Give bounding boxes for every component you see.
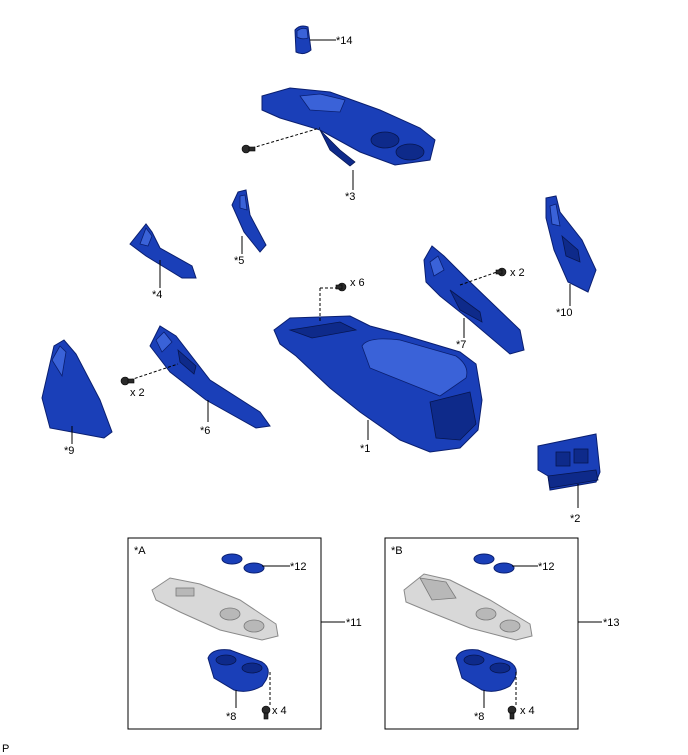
leader-6-screw [129,363,179,381]
box-b [384,537,579,730]
box-a [127,537,322,730]
label-1: *1 [360,443,370,455]
part-12b-lids [473,553,515,574]
screw-1 [335,282,347,292]
footer-code: P [2,743,9,755]
part-2-rear-vent [537,433,601,491]
label-13: *13 [603,617,620,629]
part-8a-cup-holder [207,649,269,692]
label-8a: *8 [226,711,236,723]
box-a-label: *A [134,545,146,557]
label-2: *2 [570,513,580,525]
part-7-right-lower-panel [423,245,525,355]
part-5-small-trim [231,189,267,253]
label-5: *5 [234,255,244,267]
box-b-label: *B [391,545,403,557]
label-4: *4 [152,289,162,301]
label-12a: *12 [290,561,307,573]
part-12a-lids [221,553,265,574]
screw-3 [241,144,256,154]
part-1-console-box [273,315,483,453]
leader-3-screw [251,127,321,149]
part-6-left-lower-panel [149,325,271,429]
part-10-right-side-panel [545,195,597,293]
screw-6 [120,376,135,386]
label-11: *11 [346,617,362,629]
part-4-trim [129,223,197,279]
label-7: *7 [456,339,466,351]
qty-8b: x 4 [520,705,535,717]
part-9-left-panel [41,339,113,439]
part-3-upper-console-panel [261,87,436,167]
label-6: *6 [200,425,210,437]
qty-8a: x 4 [272,705,287,717]
screw-7 [495,267,507,277]
screw-8a [261,705,271,720]
label-9: *9 [64,445,74,457]
part-8b-cup-holder [455,649,517,692]
label-14: *14 [336,35,353,47]
qty-7: x 2 [510,267,525,279]
part-13-grey-panel [403,573,533,641]
label-3: *3 [345,191,355,203]
part-14-shift-knob [294,25,312,55]
qty-1: x 6 [350,277,365,289]
part-11-grey-panel [151,577,279,641]
label-12b: *12 [538,561,555,573]
label-10: *10 [556,307,573,319]
screw-8b [507,705,517,720]
leader-7-screw [459,271,498,286]
qty-6: x 2 [130,387,145,399]
label-8b: *8 [474,711,484,723]
